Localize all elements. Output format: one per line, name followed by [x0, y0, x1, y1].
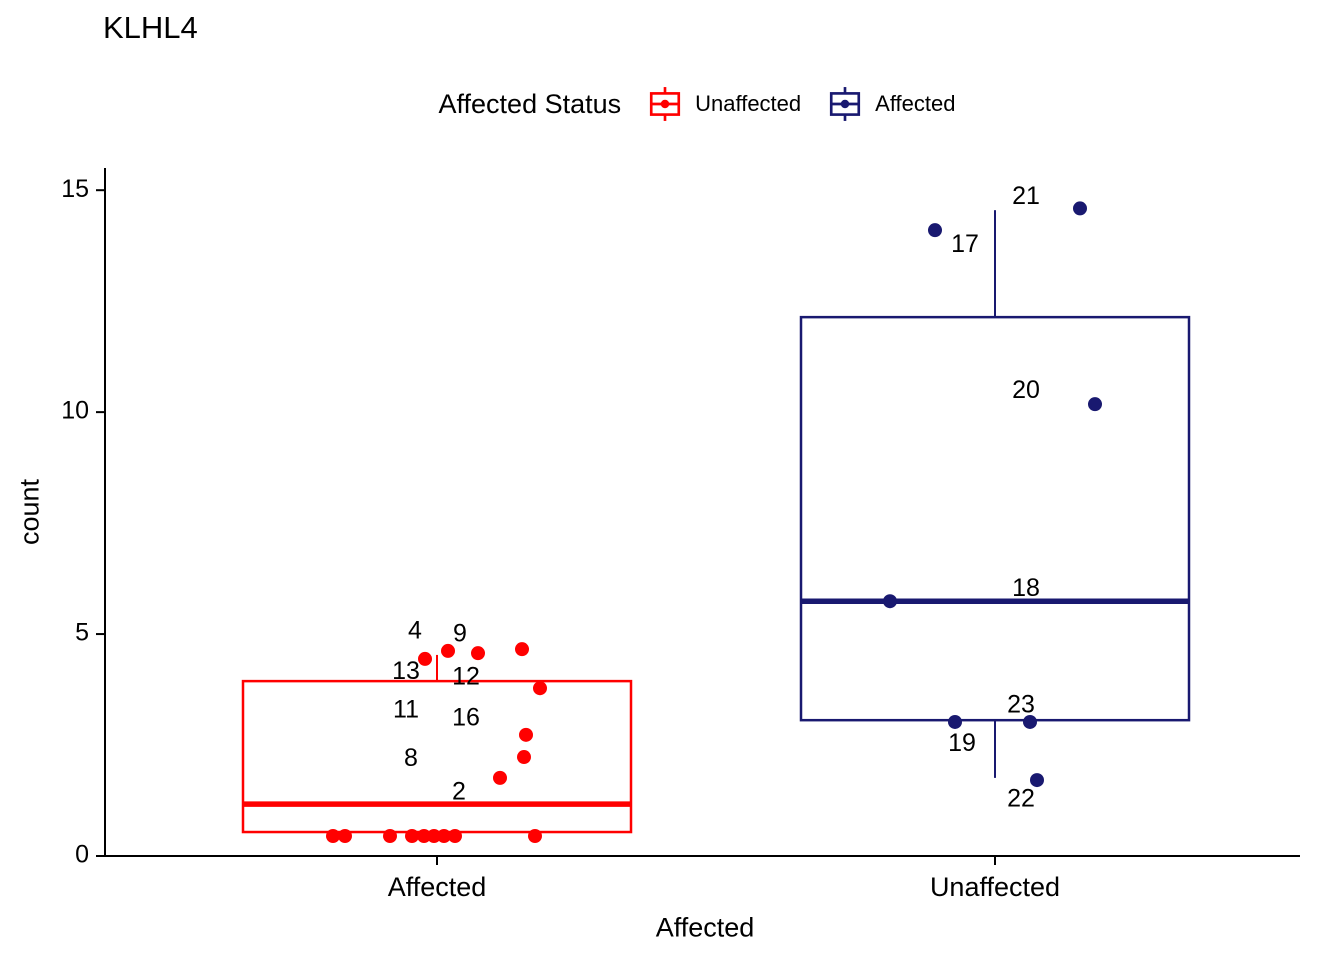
point-label: 4	[408, 616, 422, 644]
y-axis-title: count	[14, 478, 45, 546]
data-point	[405, 829, 419, 844]
data-point	[883, 594, 897, 609]
x-tick-label: Unaffected	[930, 872, 1060, 902]
x-axis-title: Affected	[655, 912, 755, 943]
x-tick-label: Affected	[388, 872, 487, 902]
point-label: 12	[452, 663, 480, 691]
point-label: 21	[1012, 182, 1040, 210]
point-label: 22	[1007, 785, 1035, 813]
chart-title: KLHL4	[103, 10, 198, 45]
y-tick-label: 5	[75, 619, 89, 647]
data-point	[517, 750, 531, 765]
data-point	[427, 829, 441, 844]
data-point	[471, 646, 485, 661]
data-point	[1030, 773, 1044, 788]
data-point	[1023, 714, 1037, 729]
legend-label-affected: Affected	[875, 91, 956, 116]
data-point	[441, 643, 455, 658]
point-label: 23	[1007, 691, 1035, 719]
data-point	[326, 829, 340, 844]
y-tick-label: 0	[75, 841, 89, 869]
data-point	[1073, 201, 1087, 216]
point-label: 8	[404, 744, 418, 772]
legend-title: Affected Status	[438, 88, 622, 119]
point-label: 9	[453, 620, 467, 648]
point-label: 17	[951, 230, 979, 258]
box	[799, 315, 1191, 722]
data-point	[338, 829, 352, 844]
legend: Affected Status Unaffected	[0, 86, 1344, 122]
y-tick-label: 10	[61, 397, 89, 425]
point-label: 2	[452, 778, 466, 806]
point-label: 19	[948, 729, 976, 757]
data-point	[1088, 397, 1102, 412]
data-point	[928, 223, 942, 238]
data-point	[437, 829, 451, 844]
legend-item-affected: Affected	[827, 86, 955, 122]
y-tick-label: 15	[61, 175, 89, 203]
box	[241, 679, 633, 834]
boxplot-key-icon	[827, 86, 863, 122]
data-point	[417, 829, 431, 844]
data-point	[493, 770, 507, 785]
point-label: 16	[452, 703, 480, 731]
point-label: 13	[392, 657, 420, 685]
point-label: 20	[1012, 376, 1040, 404]
point-label: 18	[1012, 574, 1040, 602]
legend-label-unaffected: Unaffected	[695, 91, 802, 116]
data-point	[519, 727, 533, 742]
data-point	[448, 829, 462, 844]
data-point	[418, 651, 432, 666]
legend-item-unaffected: Unaffected	[647, 86, 801, 122]
point-label: 11	[393, 695, 419, 723]
data-point	[533, 681, 547, 696]
data-point	[528, 829, 542, 844]
boxplot-key-icon	[647, 86, 683, 122]
data-point	[948, 714, 962, 729]
data-point	[515, 642, 529, 657]
data-point	[383, 829, 397, 844]
